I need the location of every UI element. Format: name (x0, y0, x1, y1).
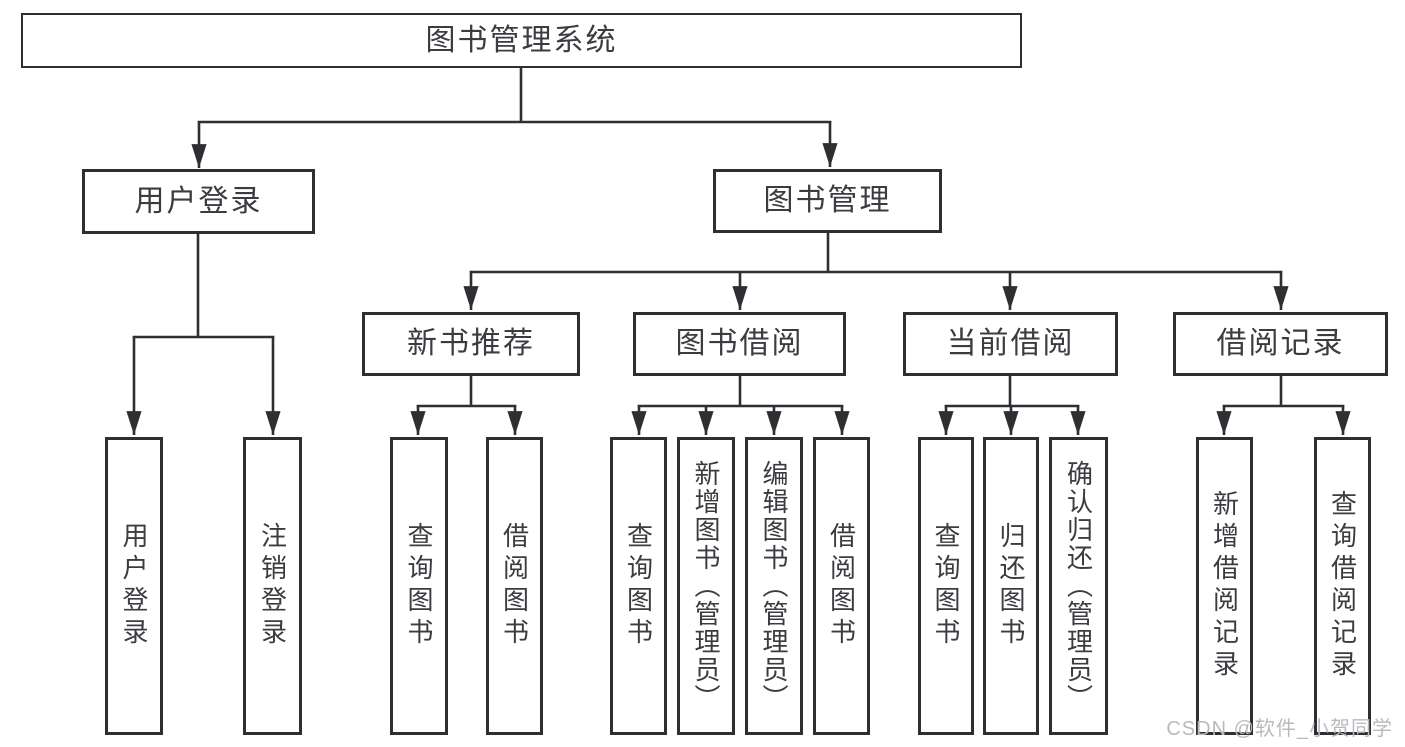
leaf-logout: 注销登录 (243, 437, 302, 735)
node-label: 注销登录 (257, 522, 288, 650)
node-label: 图书借阅 (675, 327, 804, 360)
node-current-borrowing: 当前借阅 (903, 312, 1118, 376)
node-label: 借阅图书 (499, 522, 530, 650)
leaf-return-books: 归还图书 (983, 437, 1039, 735)
leaf-add-books-admin: 新增图书（管理员） (677, 437, 735, 735)
leaf-query-borrow-record: 查询借阅记录 (1314, 437, 1371, 735)
csdn-watermark: CSDN @软件_小贺同学 (1166, 718, 1393, 740)
node-user-login: 用户登录 (82, 169, 315, 234)
leaf-add-borrow-record: 新增借阅记录 (1196, 437, 1253, 735)
leaf-edit-books-admin: 编辑图书（管理员） (745, 437, 803, 735)
leaf-query-books-borrowing: 查询图书 (610, 437, 667, 735)
node-label: 当前借阅 (946, 327, 1075, 360)
leaf-borrow-books-borrowing: 借阅图书 (813, 437, 870, 735)
node-label: 查询图书 (404, 522, 434, 650)
leaf-user-login: 用户登录 (105, 437, 163, 735)
node-book-management: 图书管理 (713, 169, 942, 233)
node-label: 新增借阅记录 (1209, 490, 1240, 682)
node-label: 查询图书 (931, 522, 961, 650)
node-library-system-root: 图书管理系统 (21, 13, 1022, 68)
node-label: 确认归还（管理员） (1063, 460, 1094, 712)
node-new-book-recommend: 新书推荐 (362, 312, 580, 376)
leaf-confirm-return-admin: 确认归还（管理员） (1049, 437, 1108, 735)
node-label: 查询借阅记录 (1327, 490, 1358, 682)
node-book-borrowing: 图书借阅 (633, 312, 846, 376)
node-label: 新增图书（管理员） (691, 460, 721, 712)
node-label: 新书推荐 (407, 327, 535, 360)
node-label: 归还图书 (996, 522, 1026, 650)
node-label: 编辑图书（管理员） (759, 460, 789, 712)
node-label: 借阅记录 (1216, 327, 1345, 360)
leaf-query-books-current: 查询图书 (918, 437, 974, 735)
node-label: 图书管理 (763, 184, 892, 217)
node-label: 查询图书 (623, 522, 654, 650)
leaf-query-books-recommend: 查询图书 (390, 437, 448, 735)
node-label: 图书管理系统 (425, 23, 618, 57)
leaf-borrow-books-recommend: 借阅图书 (486, 437, 543, 735)
node-borrowing-records: 借阅记录 (1173, 312, 1388, 376)
node-label: 用户登录 (119, 522, 149, 650)
node-label: 借阅图书 (826, 522, 857, 650)
node-label: 用户登录 (134, 184, 263, 218)
